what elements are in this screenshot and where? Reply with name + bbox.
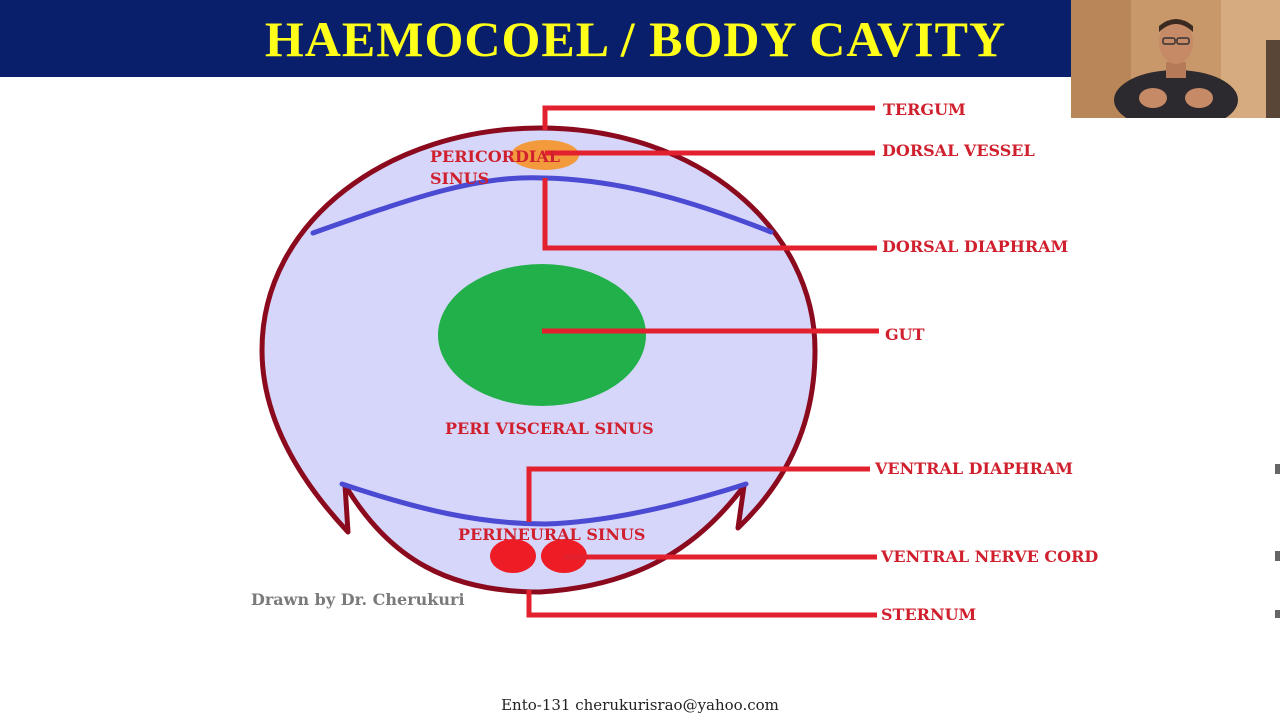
leader-ventral-diaphram — [526, 466, 870, 522]
leader-sternum — [526, 590, 877, 618]
ventral-diaphragm-line — [339, 481, 749, 527]
title-bar: HAEMOCOEL / BODY CAVITY — [0, 0, 1071, 77]
callout-tergum: TERGUM — [883, 100, 966, 119]
label-perineural-sinus: PERINEURAL SINUS — [458, 525, 646, 544]
edge-mark-3 — [1275, 610, 1280, 618]
footer-text: Ento-131 cherukurisrao@yahoo.com — [501, 696, 779, 714]
label-pericordial-sinus-1: PERICORDIAL — [430, 147, 560, 166]
gut-shape — [438, 264, 646, 406]
edge-mark-2 — [1275, 551, 1280, 561]
callout-ventral-nerve-cord: VENTRAL NERVE CORD — [881, 547, 1099, 566]
leader-dorsal-diaphram — [542, 178, 877, 251]
credit-text: Drawn by Dr. Cherukuri — [251, 590, 465, 609]
callout-gut: GUT — [885, 325, 925, 344]
leader-tergum — [542, 105, 875, 130]
callout-ventral-diaphram: VENTRAL DIAPHRAM — [875, 459, 1074, 478]
edge-mark-1 — [1275, 464, 1280, 474]
slide-title: HAEMOCOEL / BODY CAVITY — [264, 11, 1007, 67]
label-pericordial-sinus-2: SINUS — [430, 169, 490, 188]
nerve-cord-ganglion-left — [490, 539, 536, 573]
label-perivisceral-sinus: PERI VISCERAL SINUS — [445, 419, 654, 438]
callout-dorsal-vessel: DORSAL VESSEL — [882, 141, 1035, 160]
callout-sternum: STERNUM — [881, 605, 977, 624]
presenter-webcam — [1071, 0, 1280, 118]
presenter-image — [1071, 0, 1280, 118]
callout-dorsal-diaphram: DORSAL DIAPHRAM — [882, 237, 1069, 256]
